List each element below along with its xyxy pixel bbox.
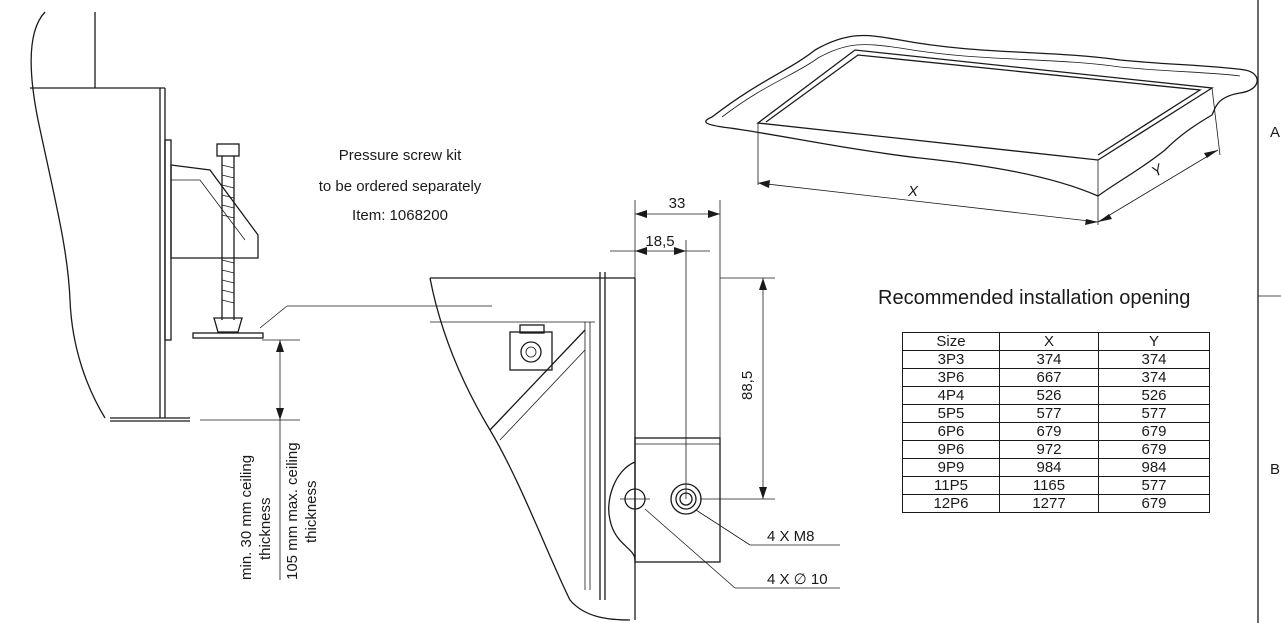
cell-x: 667: [999, 368, 1099, 387]
pressure-screw-label-3: Item: 1068200: [352, 207, 448, 224]
cell-y: 374: [1098, 368, 1210, 387]
installation-opening-iso-view: X Y: [705, 34, 1258, 225]
header-y: Y: [1098, 332, 1210, 351]
cell-size: 4P4: [902, 386, 1000, 405]
max-ceiling-label-2: thickness: [303, 480, 320, 543]
cell-size: 9P6: [902, 440, 1000, 459]
cell-x: 984: [999, 458, 1099, 477]
cell-y: 374: [1098, 350, 1210, 369]
dim-33: 33: [669, 195, 686, 212]
dim-18-5: 18,5: [645, 233, 674, 250]
header-x: X: [999, 332, 1099, 351]
cell-y: 679: [1098, 422, 1210, 441]
cell-y: 577: [1098, 476, 1210, 495]
cell-size: 3P6: [902, 368, 1000, 387]
frame-mark-b: B: [1270, 461, 1280, 478]
min-ceiling-label-1: min. 30 mm ceiling: [238, 455, 255, 580]
dim-opening-y: Y: [1149, 161, 1167, 181]
cell-x: 679: [999, 422, 1099, 441]
pressure-screw-label-2: to be ordered separately: [319, 178, 482, 195]
cell-size: 11P5: [902, 476, 1000, 495]
drawing-frame-edge: A B: [1257, 0, 1281, 623]
cell-y: 984: [1098, 458, 1210, 477]
cell-y: 679: [1098, 494, 1210, 513]
cell-y: 577: [1098, 404, 1210, 423]
min-ceiling-label-2: thickness: [257, 497, 274, 560]
cell-size: 5P5: [902, 404, 1000, 423]
table-header-row: Size X Y: [902, 332, 1210, 351]
cell-x: 972: [999, 440, 1099, 459]
cell-x: 1277: [999, 494, 1099, 513]
cell-size: 3P3: [902, 350, 1000, 369]
cell-x: 1165: [999, 476, 1099, 495]
cell-size: 12P6: [902, 494, 1000, 513]
table-title: Recommended installation opening: [878, 287, 1191, 309]
cell-y: 679: [1098, 440, 1210, 459]
header-size: Size: [902, 332, 1000, 351]
thread-callout: 4 X M8: [767, 528, 815, 545]
cell-size: 6P6: [902, 422, 1000, 441]
frame-mark-a: A: [1270, 124, 1280, 141]
cell-x: 526: [999, 386, 1099, 405]
dim-opening-x: X: [907, 183, 919, 200]
max-ceiling-label-1: 105 mm max. ceiling: [284, 442, 301, 580]
dim-88-5: 88,5: [739, 371, 756, 400]
cell-x: 374: [999, 350, 1099, 369]
corner-detail-view: 4 X M8 4 X ∅ 10 33 18,5 88,5: [429, 195, 840, 621]
cell-y: 526: [1098, 386, 1210, 405]
cell-x: 577: [999, 404, 1099, 423]
hole-callout: 4 X ∅ 10: [767, 571, 828, 588]
ceiling-mount-side-view: Pressure screw kit to be ordered separat…: [30, 11, 492, 580]
pressure-screw-label-1: Pressure screw kit: [339, 147, 462, 164]
cell-size: 9P9: [902, 458, 1000, 477]
